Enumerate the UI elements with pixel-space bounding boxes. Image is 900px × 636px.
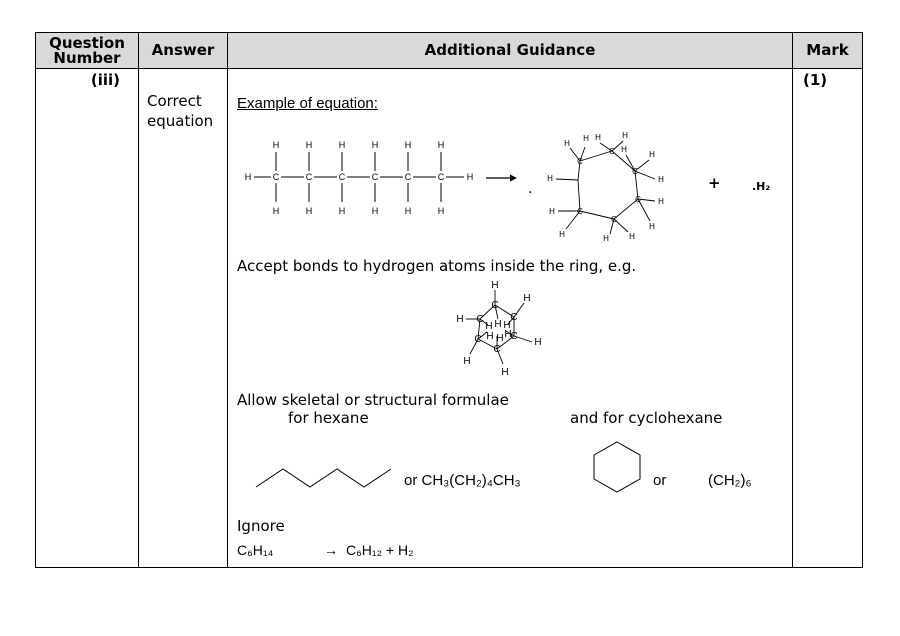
allow-text-line2: for hexane: [288, 409, 369, 427]
hydrogen-atom-label: H: [339, 140, 346, 150]
example-heading: Example of equation:: [237, 95, 378, 112]
hexane-condensed-formula: or CH₃(CH₂)₄CH₃: [404, 472, 521, 489]
ignore-label: Ignore: [237, 517, 285, 535]
cyclohexane-skeletal-formula: [593, 441, 641, 493]
question-number-header: Question Number: [35, 32, 139, 69]
hydrogen-atom-label: H: [485, 321, 492, 332]
carbon-atom-label: C: [609, 147, 615, 156]
hydrogen-atom-label: H: [603, 234, 609, 242]
carbon-atom-label: C: [306, 172, 313, 182]
hydrogen-atom-label: H: [496, 333, 503, 344]
hydrogen-atom-label: H: [273, 140, 280, 150]
hydrogen-atom-label: H: [486, 331, 493, 342]
hydrogen-atom-label: H: [306, 140, 313, 150]
carbon-atom-label: C: [339, 172, 346, 182]
hydrogen-atom-label: H: [456, 314, 463, 325]
hydrogen-atom-label: H: [503, 320, 510, 331]
carbon-atom-label: C: [476, 314, 483, 325]
carbon-atom-label: C: [491, 300, 498, 311]
hydrogen-product: .H₂: [752, 180, 771, 193]
hydrogen-atom-label: H: [372, 206, 379, 216]
mark-header: Mark: [792, 32, 863, 69]
hydrogen-atom-label: H: [649, 150, 655, 159]
carbon-atom-label: C: [474, 334, 481, 345]
carbon-atom-label: C: [510, 312, 517, 323]
hydrogen-atom-label: H: [504, 329, 511, 340]
hydrogen-atom-label: H: [658, 197, 664, 206]
hydrogen-atom-label: H: [649, 222, 655, 231]
ignore-arrow: →: [324, 542, 338, 558]
hydrogen-atom-label: H: [595, 133, 601, 142]
cyclohexane-or: or: [653, 472, 667, 489]
hydrogen-atom-label: H: [273, 206, 280, 216]
hydrogen-atom-label: H: [629, 232, 635, 241]
carbon-atom-label: C: [493, 344, 500, 355]
carbon-atom-label: C: [611, 215, 617, 224]
carbon-atom-label: C: [632, 167, 638, 176]
guidance-header: Additional Guidance: [227, 32, 793, 69]
hydrogen-atom-label: H: [438, 206, 445, 216]
question-number: (iii): [35, 68, 139, 568]
carbon-atom-label: C: [577, 207, 583, 216]
hydrogen-atom-label: H: [372, 140, 379, 150]
answer-header: Answer: [138, 32, 228, 69]
hydrogen-atom-label: H: [658, 175, 664, 184]
hydrogen-atom-label: H: [621, 145, 627, 154]
hydrogen-atom-label: H: [405, 206, 412, 216]
hexane-structure: H H C C C C C C H H H H H H H H H H H H: [245, 140, 474, 216]
carbon-atom-label: C: [372, 172, 379, 182]
hydrogen-atom-label: H: [405, 140, 412, 150]
mark-cell: (1): [792, 68, 863, 568]
hydrogen-atom-label: H: [559, 230, 565, 239]
allow-text-line1: Allow skeletal or structural formulae: [237, 391, 509, 409]
carbon-atom-label: C: [510, 331, 517, 342]
hydrogen-atom-label: H: [547, 174, 553, 183]
hydrogen-atom-label: H: [491, 280, 498, 291]
hexane-skeletal-formula: [255, 468, 392, 488]
dot-mark: .: [528, 181, 533, 197]
header-row: Question Number Answer Additional Guidan…: [35, 32, 863, 69]
hydrogen-atom-label: H: [583, 134, 589, 143]
carbon-atom-label: C: [273, 172, 280, 182]
ignore-products: C₆H₁₂ + H₂: [346, 542, 414, 558]
carbon-atom-label: C: [438, 172, 445, 182]
hydrogen-atom-label: H: [306, 206, 313, 216]
cyclohexane-text: and for cyclohexane: [570, 409, 723, 427]
plus-sign: +: [708, 174, 721, 192]
ch2-6-formula: (CH₂)₆: [708, 472, 752, 489]
answer-cell: Correct equation: [138, 68, 228, 568]
hydrogen-atom-label: H: [622, 131, 628, 140]
hydrogen-atom-label: H: [438, 140, 445, 150]
hydrogen-atom-label: H: [564, 139, 570, 148]
carbon-atom-label: C: [635, 195, 641, 204]
hydrogen-atom-label: H: [534, 337, 541, 348]
hydrogen-atom-label: H: [467, 172, 474, 182]
reaction-arrow-icon: [486, 174, 517, 182]
mark-scheme-table: Question Number Answer Additional Guidan…: [35, 32, 863, 568]
hydrogen-atom-label: H: [245, 172, 252, 182]
hydrogen-atom-label: H: [549, 207, 555, 216]
mark-scheme: Question Number Answer Additional Guidan…: [35, 32, 863, 568]
answer-row: (iii) Correct equation Example of equati…: [35, 68, 863, 568]
ignore-reactant: C₆H₁₄: [237, 542, 274, 558]
accept-text: Accept bonds to hydrogen atoms inside th…: [237, 257, 637, 275]
carbon-atom-label: C: [577, 157, 583, 166]
hydrogen-atom-label: H: [339, 206, 346, 216]
hydrogen-atom-label: H: [501, 367, 508, 378]
carbon-atom-label: C: [405, 172, 412, 182]
hydrogen-atom-label: H: [494, 319, 501, 330]
hydrogen-atom-label: H: [463, 356, 470, 367]
hydrogen-atom-label: H: [523, 293, 530, 304]
